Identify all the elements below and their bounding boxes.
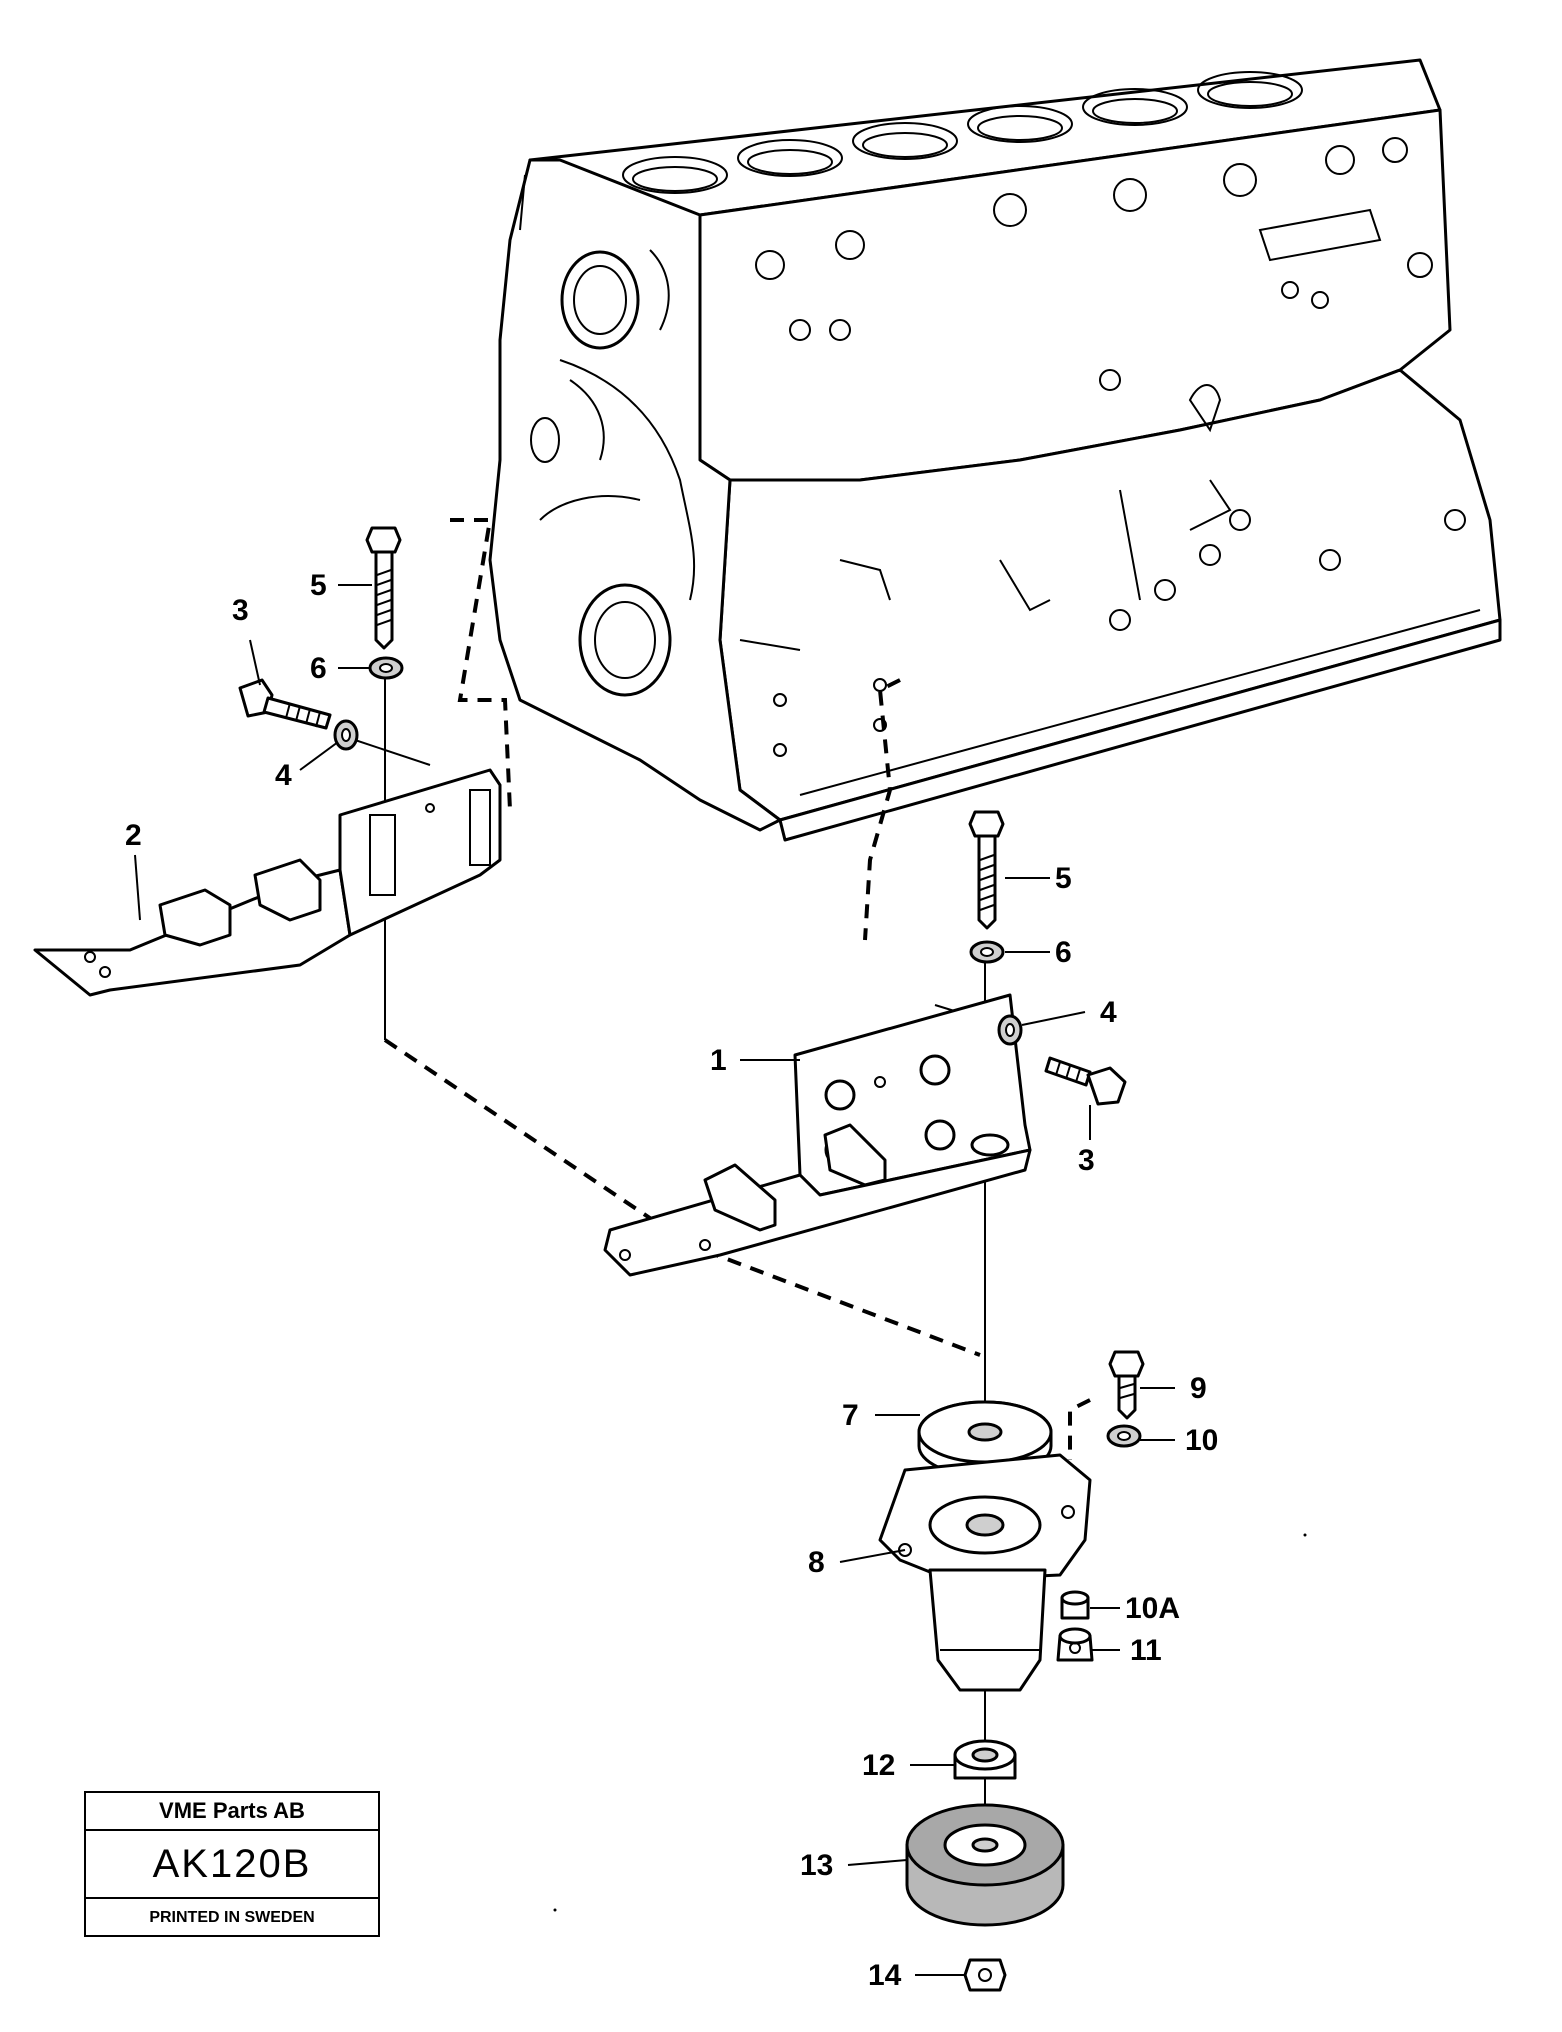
callout-6-right: 6 [1055,936,1072,969]
callout-13: 13 [800,1849,833,1882]
callout-6-left: 6 [310,652,327,685]
right-engine-bracket [603,993,1032,1277]
cylinder-bores [622,71,1303,194]
callout-4-left: 4 [275,759,292,792]
company-name: VME Parts AB [86,1793,378,1831]
callout-4-right: 4 [1100,996,1117,1029]
callout-11: 11 [1130,1634,1162,1667]
callout-3-right: 3 [1078,1144,1095,1177]
right-fasteners [968,810,1127,1106]
callout-12: 12 [862,1749,895,1782]
drawing-number: AK120B [86,1831,378,1899]
callout-2: 2 [125,819,142,852]
callout-8: 8 [808,1546,825,1579]
callout-5-left: 5 [310,569,327,602]
left-engine-bracket [33,768,502,997]
callout-10: 10 [1185,1424,1218,1457]
block-holes [755,137,1466,757]
print-note: PRINTED IN SWEDEN [149,1909,315,1926]
callout-1: 1 [710,1044,727,1077]
callout-10a: 10A [1125,1592,1180,1625]
callout-5-right: 5 [1055,862,1072,895]
callout-9: 9 [1190,1372,1207,1405]
callout-7: 7 [842,1399,859,1432]
callout-3-left: 3 [232,594,249,627]
engine-block [488,58,1502,842]
left-fasteners [238,526,404,751]
mount-stack [878,1350,1145,1992]
title-block: VME Parts AB AK120B PRINTED IN SWEDEN [84,1791,380,1937]
callout-labels: 5 6 3 4 2 5 6 4 3 1 7 9 10 8 10A 11 12 1… [125,569,1218,1992]
callout-14: 14 [868,1959,902,1992]
leader-lines [134,584,1175,1976]
